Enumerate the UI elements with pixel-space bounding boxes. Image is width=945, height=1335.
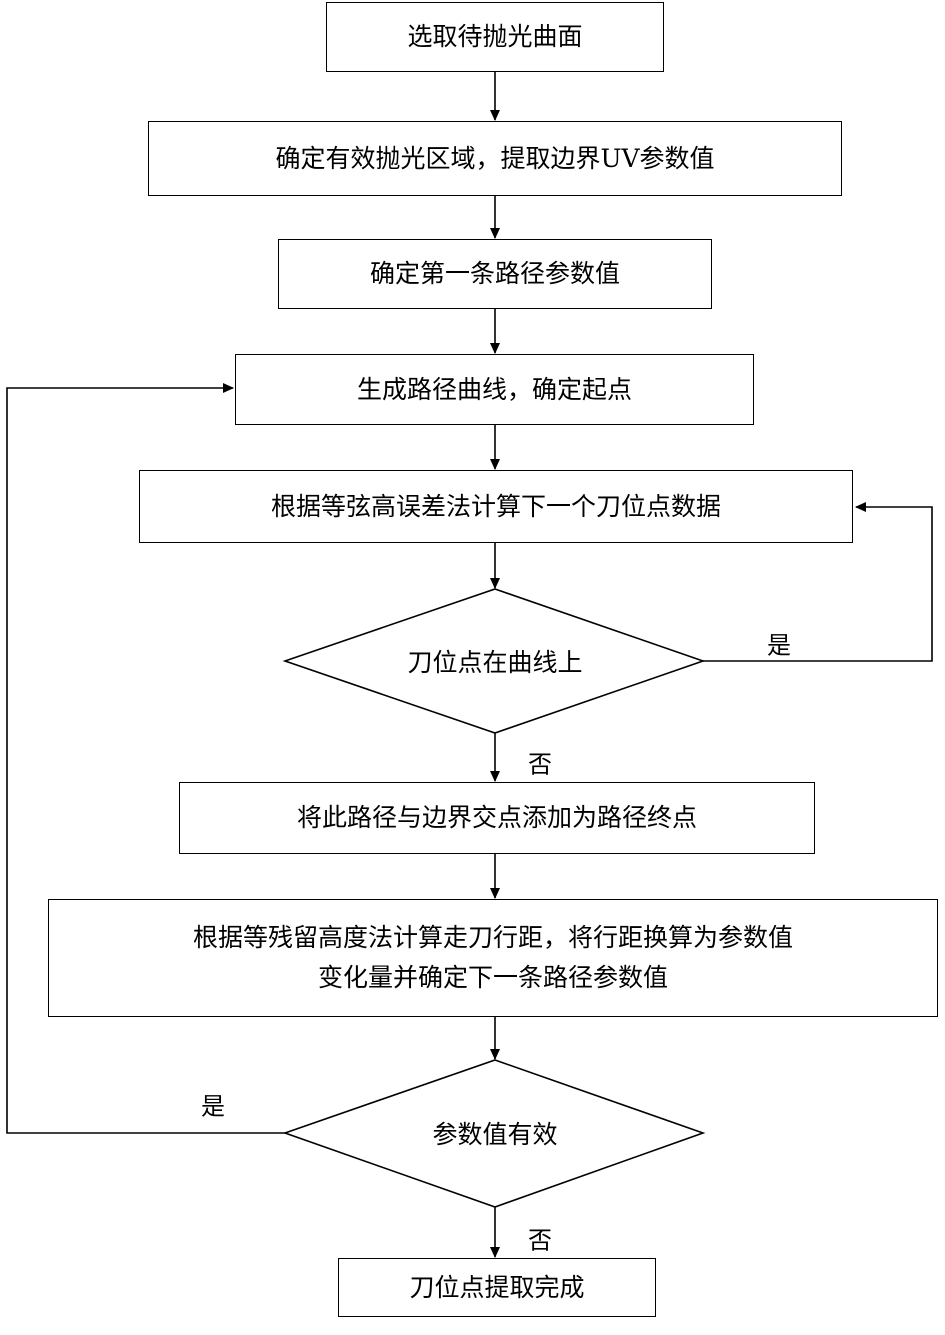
step-add-endpoint-label: 将此路径与边界交点添加为路径终点 xyxy=(296,803,697,832)
decision-on-curve-label: 刀位点在曲线上 xyxy=(407,648,583,677)
step-determine-region: 确定有效抛光区域，提取边界UV参数值 xyxy=(148,121,842,196)
param-valid-no-label: 否 xyxy=(528,1226,552,1255)
step-generate-path-label: 生成路径曲线，确定起点 xyxy=(356,374,632,404)
step-first-path-param: 确定第一条路径参数值 xyxy=(278,239,712,309)
step-next-path-param-line2: 变化量并确定下一条路径参数值 xyxy=(317,963,668,992)
step-next-path-param: 根据等残留高度法计算走刀行距，将行距换算为参数值 变化量并确定下一条路径参数值 xyxy=(48,899,938,1017)
step-select-surface: 选取待抛光曲面 xyxy=(326,2,664,72)
step-generate-path: 生成路径曲线，确定起点 xyxy=(235,354,754,425)
step-next-point: 根据等弦高误差法计算下一个刀位点数据 xyxy=(139,470,853,543)
step-determine-region-label: 确定有效抛光区域，提取边界UV参数值 xyxy=(275,143,715,173)
step-complete-label: 刀位点提取完成 xyxy=(409,1272,585,1302)
step-next-path-param-line1: 根据等残留高度法计算走刀行距，将行距换算为参数值 xyxy=(192,923,793,952)
step-complete: 刀位点提取完成 xyxy=(338,1258,656,1317)
step-add-endpoint: 将此路径与边界交点添加为路径终点 xyxy=(179,782,815,854)
arrow-on-curve-yes-loop xyxy=(703,502,933,662)
step-select-surface-label: 选取待抛光曲面 xyxy=(407,22,583,51)
arrow-param-valid-yes-loop xyxy=(6,383,285,1134)
step-next-point-label: 根据等弦高误差法计算下一个刀位点数据 xyxy=(270,491,721,521)
on-curve-yes-label: 是 xyxy=(767,631,791,660)
on-curve-no-label: 否 xyxy=(528,750,552,779)
param-valid-yes-label: 是 xyxy=(201,1092,225,1121)
decision-param-valid-label: 参数值有效 xyxy=(432,1120,558,1149)
step-first-path-param-label: 确定第一条路径参数值 xyxy=(369,259,620,288)
